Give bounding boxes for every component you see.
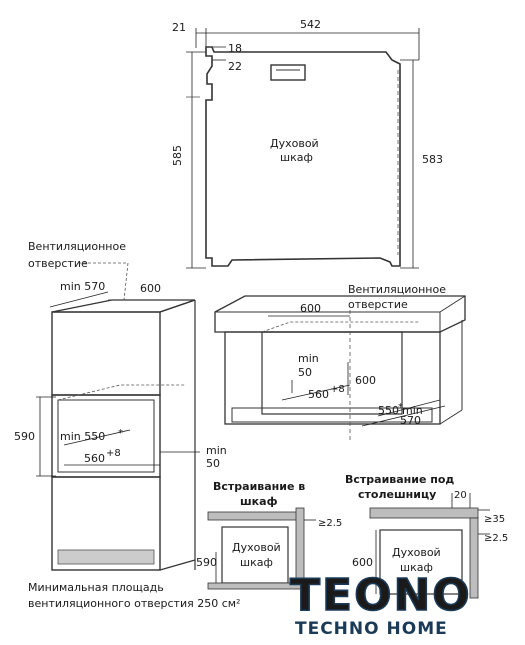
detail2-oven bbox=[379, 529, 463, 595]
counter-min-word: min bbox=[298, 352, 319, 365]
detail2-600: 600 bbox=[352, 556, 373, 569]
area-line2: вентиляционного отверстия 250 см² bbox=[28, 597, 240, 610]
dim-542-label: 542 bbox=[300, 18, 321, 31]
detail1-590: 590 bbox=[196, 556, 217, 569]
dim-550b-line bbox=[377, 399, 441, 417]
detail1-oven2: шкаф bbox=[240, 556, 273, 569]
counter-570: 570 bbox=[400, 414, 421, 427]
niche-depth2 bbox=[261, 321, 420, 333]
detail1-floor bbox=[207, 582, 303, 590]
dim-21-label: 21 bbox=[172, 21, 186, 34]
counter-min-50: 50 bbox=[298, 366, 312, 379]
detail2-title1: Встраивание под bbox=[345, 473, 454, 486]
counter-min-word2: min bbox=[402, 404, 423, 417]
oven-outline bbox=[205, 46, 401, 267]
detail1-shelf bbox=[207, 511, 303, 521]
detail1-ge25: ≥2.5 bbox=[318, 518, 342, 529]
oven-label-line2: шкаф bbox=[280, 151, 313, 164]
dim-min-word: min bbox=[206, 444, 227, 457]
detail2-countertop bbox=[369, 507, 479, 519]
logo-tagline: TECHNO HOME bbox=[295, 619, 448, 639]
vent2-label-line2: отверстие bbox=[348, 298, 408, 311]
detail1-oven bbox=[221, 526, 289, 584]
oven-top-view: 21 542 18 22 585 583 Духовой шкаф bbox=[171, 18, 443, 269]
cabinet-lower bbox=[51, 476, 161, 571]
vent2-label-line1: Вентиляционное bbox=[348, 283, 446, 296]
counter-550: 550 bbox=[378, 404, 399, 417]
dim-min550: min 550 bbox=[60, 430, 105, 443]
detail2-title2: столешницу bbox=[358, 488, 436, 501]
dim-560b-line bbox=[281, 384, 351, 401]
detail2-oven2: шкаф bbox=[400, 561, 433, 574]
niche-depth bbox=[57, 384, 185, 401]
vent-slot bbox=[270, 64, 306, 81]
detail1-title2: шкаф bbox=[240, 495, 278, 508]
dim-570-line bbox=[49, 291, 109, 308]
countertop bbox=[214, 295, 466, 333]
detail2-20: 20 bbox=[454, 490, 467, 501]
cabinet-edge-bottom bbox=[159, 559, 196, 571]
dim-star: * bbox=[118, 428, 123, 439]
dim-590: 590 bbox=[14, 430, 35, 443]
vent-label-line1: Вентиляционное bbox=[28, 240, 126, 253]
dim-550-line bbox=[63, 429, 131, 446]
dim-min570: min 570 bbox=[60, 280, 105, 293]
plinth bbox=[231, 407, 433, 423]
cabinet-edge bbox=[159, 299, 196, 313]
logo-brand: TEONO bbox=[290, 570, 472, 621]
detail-counter: Встраивание под столешницу 20 ≥35 ≥2.5 6… bbox=[345, 473, 508, 599]
detail1-oven1: Духовой bbox=[232, 541, 281, 554]
dim-plus8: +8 bbox=[106, 448, 121, 459]
detail2-oven1: Духовой bbox=[392, 546, 441, 559]
counter-560: 560 bbox=[308, 388, 329, 401]
vent-label-line2: отверстие bbox=[28, 257, 88, 270]
countertop-edge bbox=[439, 295, 466, 313]
dim-585-label: 585 bbox=[171, 145, 184, 166]
dim-min-50: 50 bbox=[206, 457, 220, 470]
counter-cabinet-edge bbox=[439, 409, 463, 425]
cabinet-top bbox=[51, 299, 196, 313]
dim-22-label: 22 bbox=[228, 60, 242, 73]
counter-installation: Вентиляционное отверстие 600 min 50 600 … bbox=[214, 283, 466, 440]
bottom-vent bbox=[57, 549, 155, 565]
vent-leader bbox=[123, 262, 129, 301]
counter-niche bbox=[261, 331, 403, 415]
cabinet-upper bbox=[51, 311, 161, 396]
area-line1: Минимальная площадь bbox=[28, 581, 164, 594]
dim-583-label: 583 bbox=[422, 153, 443, 166]
column-installation: Вентиляционное отверстие min 570 600 590… bbox=[14, 240, 240, 610]
counter-star: * bbox=[398, 402, 403, 413]
detail2-ge25: ≥2.5 bbox=[484, 533, 508, 544]
dim-570b-line bbox=[361, 405, 446, 427]
dim-18-label: 18 bbox=[228, 42, 242, 55]
detail2-ge35: ≥35 bbox=[484, 514, 505, 525]
niche-inner bbox=[57, 399, 155, 473]
counter-600h: 600 bbox=[355, 374, 376, 387]
detail1-title1: Встраивание в bbox=[213, 480, 305, 493]
detail2-wall bbox=[469, 517, 479, 599]
teono-logo: TEONO TECHNO HOME bbox=[289, 569, 472, 639]
detail-cabinet: Встраивание в шкаф 590 ≥2.5 Духовой шкаф bbox=[196, 480, 342, 590]
counter-600w: 600 bbox=[300, 302, 321, 315]
dim-560: 560 bbox=[84, 452, 105, 465]
counter-plus8: +8 bbox=[330, 384, 345, 395]
oven-label-line1: Духовой bbox=[270, 137, 319, 150]
dim-600: 600 bbox=[140, 282, 161, 295]
